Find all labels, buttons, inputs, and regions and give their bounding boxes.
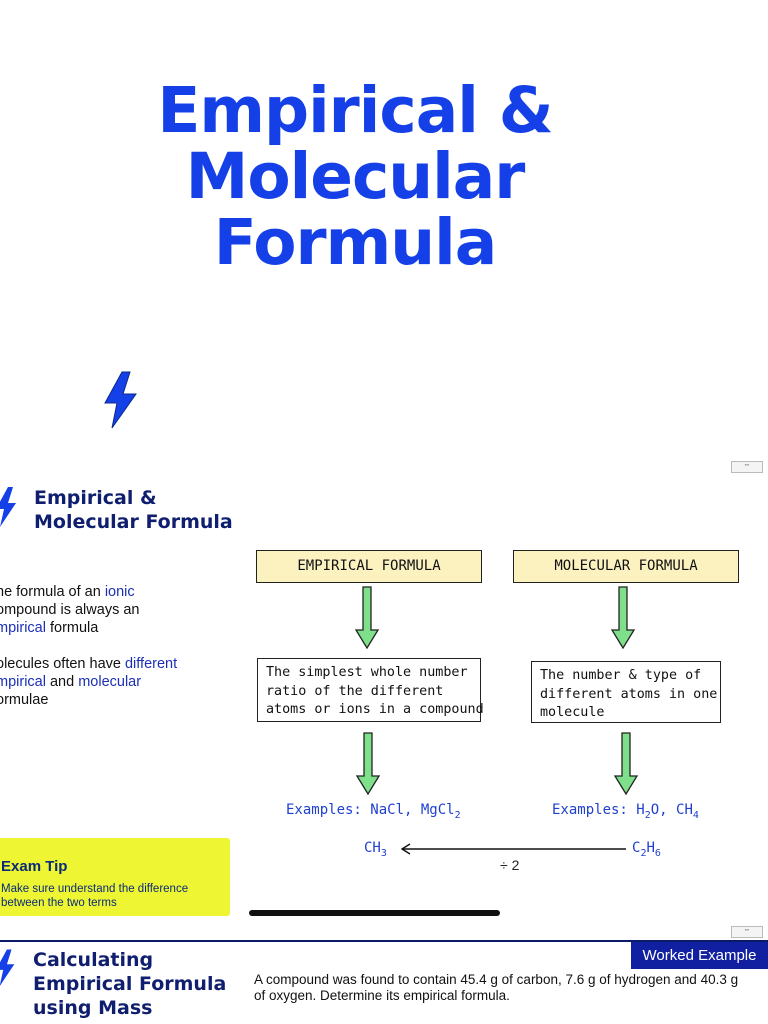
slide-empirical-molecular: Empirical & Molecular Formula he formula… bbox=[0, 476, 768, 936]
worked-example-question: A compound was found to contain 45.4 g o… bbox=[254, 972, 739, 1003]
title-line-1: Empirical & bbox=[157, 74, 553, 147]
empirical-formula-box: EMPIRICAL FORMULA bbox=[256, 550, 482, 583]
scanner-badge: ▪▪▪ bbox=[731, 461, 763, 473]
divide-by-two-label: ÷ 2 bbox=[500, 857, 520, 873]
ionic-note: he formula of an ionic ompound is always… bbox=[0, 584, 140, 636]
molecular-examples: Examples: H2O, CH4 bbox=[552, 802, 699, 821]
molecular-formula-box: MOLECULAR FORMULA bbox=[513, 550, 739, 583]
down-arrow-icon bbox=[610, 586, 636, 650]
title-line-3: Formula bbox=[213, 206, 497, 279]
down-arrow-icon bbox=[613, 732, 639, 796]
slide-calculating-empirical: Worked Example Calculating Empirical For… bbox=[0, 940, 768, 1024]
slide-heading: Calculating Empirical Formula using Mass bbox=[33, 949, 227, 1019]
down-arrow-icon bbox=[355, 732, 381, 796]
empirical-examples: Examples: NaCl, MgCl2 bbox=[286, 802, 461, 821]
divider bbox=[0, 940, 768, 942]
lightning-bolt-icon bbox=[0, 949, 15, 986]
molecules-note: olecules often have different mpirical a… bbox=[0, 656, 178, 708]
molecular-definition: The number & type of different atoms in … bbox=[531, 661, 721, 723]
empirical-definition: The simplest whole number ratio of the d… bbox=[257, 658, 484, 722]
down-arrow-icon bbox=[354, 586, 380, 650]
exam-tip-body: Make sure understand the difference betw… bbox=[1, 883, 189, 909]
slide-heading: Empirical & Molecular Formula bbox=[34, 487, 233, 533]
lightning-bolt-icon bbox=[0, 487, 16, 527]
title-line-2: Molecular bbox=[185, 140, 526, 213]
left-arrow-icon bbox=[400, 843, 626, 855]
page-title: Empirical & Molecular Formula bbox=[0, 78, 710, 276]
scanner-badge: ▪▪▪ bbox=[731, 926, 763, 938]
ch3-formula: CH3 bbox=[364, 840, 387, 859]
exam-tip-callout: Exam Tip Make sure understand the differ… bbox=[0, 838, 230, 916]
c2h6-formula: C2H6 bbox=[632, 840, 661, 859]
exam-tip-title: Exam Tip bbox=[1, 858, 68, 875]
worked-example-badge: Worked Example bbox=[631, 942, 768, 969]
home-indicator[interactable] bbox=[249, 910, 500, 916]
lightning-bolt-icon bbox=[104, 371, 137, 429]
